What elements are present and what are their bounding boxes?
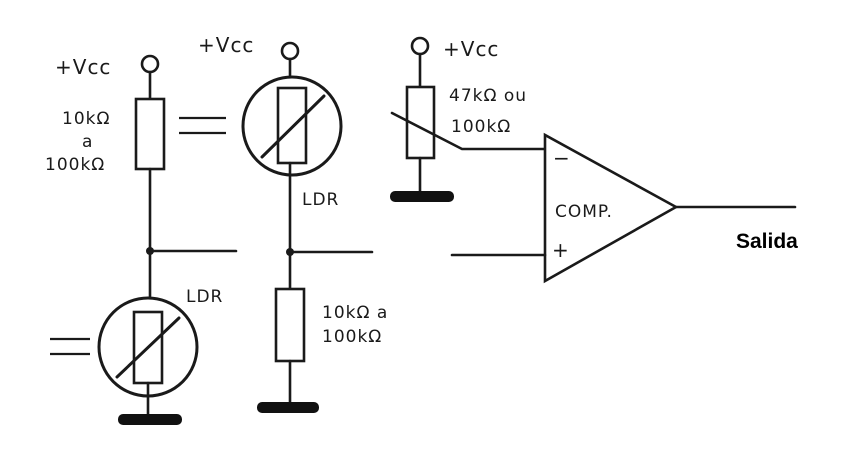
- ldr-left-slash: [115, 316, 181, 379]
- resistor-mid: [274, 287, 306, 363]
- junction-dot-left: [146, 247, 154, 255]
- reference-potentiometer: [390, 36, 547, 202]
- resistor-left-value-2: a: [82, 132, 93, 152]
- vcc-terminal-left: [140, 54, 160, 74]
- ldr-mid-label: LDR: [302, 190, 339, 210]
- vcc-label-mid: +Vcc: [198, 33, 254, 57]
- resistor-mid-value-2: 100kΩ: [322, 327, 382, 347]
- ground-pot: [390, 191, 454, 202]
- resistor-left: [134, 97, 166, 171]
- comparator: − + COMP.: [450, 132, 797, 284]
- comparator-triangle: [543, 132, 679, 284]
- resistor-mid-value-1: 10kΩ a: [322, 303, 388, 323]
- middle-divider: [241, 41, 374, 413]
- pot-wiper-wire: [390, 111, 547, 151]
- ground-left: [118, 414, 182, 425]
- comparator-label: COMP.: [555, 202, 613, 222]
- vcc-label-right: +Vcc: [443, 37, 499, 61]
- output-label: Salida: [736, 230, 798, 253]
- resistor-left-value-3: 100kΩ: [45, 155, 105, 175]
- vcc-label-left: +Vcc: [55, 55, 111, 79]
- ldr-mid-slash: [260, 94, 326, 159]
- left-divider: [50, 54, 238, 425]
- vcc-terminal-mid: [280, 41, 300, 61]
- plus-sign: +: [552, 238, 570, 262]
- light-rays-left: [50, 337, 90, 356]
- minus-sign: −: [553, 146, 571, 170]
- pot-value-1: 47kΩ ou: [449, 86, 527, 106]
- pot-value-2: 100kΩ: [451, 117, 511, 137]
- ldr-left-label: LDR: [186, 287, 223, 307]
- light-rays-mid: [179, 116, 226, 135]
- vcc-terminal-right: [410, 36, 430, 56]
- junction-dot-mid: [286, 248, 294, 256]
- ground-mid: [257, 402, 319, 413]
- resistor-left-value-1: 10kΩ: [62, 109, 110, 129]
